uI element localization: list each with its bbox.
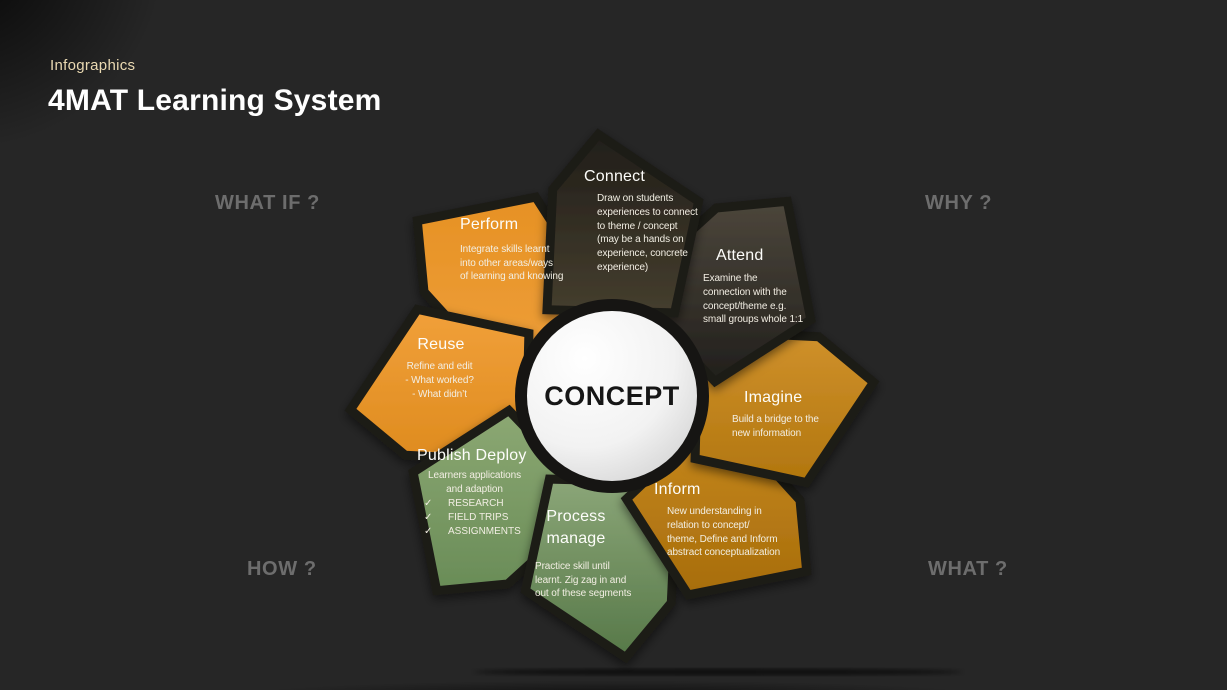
petal-connect-shape [542, 128, 704, 318]
concept-circle [527, 311, 697, 481]
page-title: 4MAT Learning System [48, 84, 382, 117]
concept-label: CONCEPT [544, 381, 680, 411]
question-how: HOW ? [247, 558, 317, 580]
ground-shadow [474, 668, 962, 676]
question-what-if: WHAT IF ? [215, 192, 320, 214]
eyebrow-label: Infographics [50, 57, 136, 74]
question-why: WHY ? [925, 192, 993, 214]
question-what: WHAT ? [928, 558, 1008, 580]
